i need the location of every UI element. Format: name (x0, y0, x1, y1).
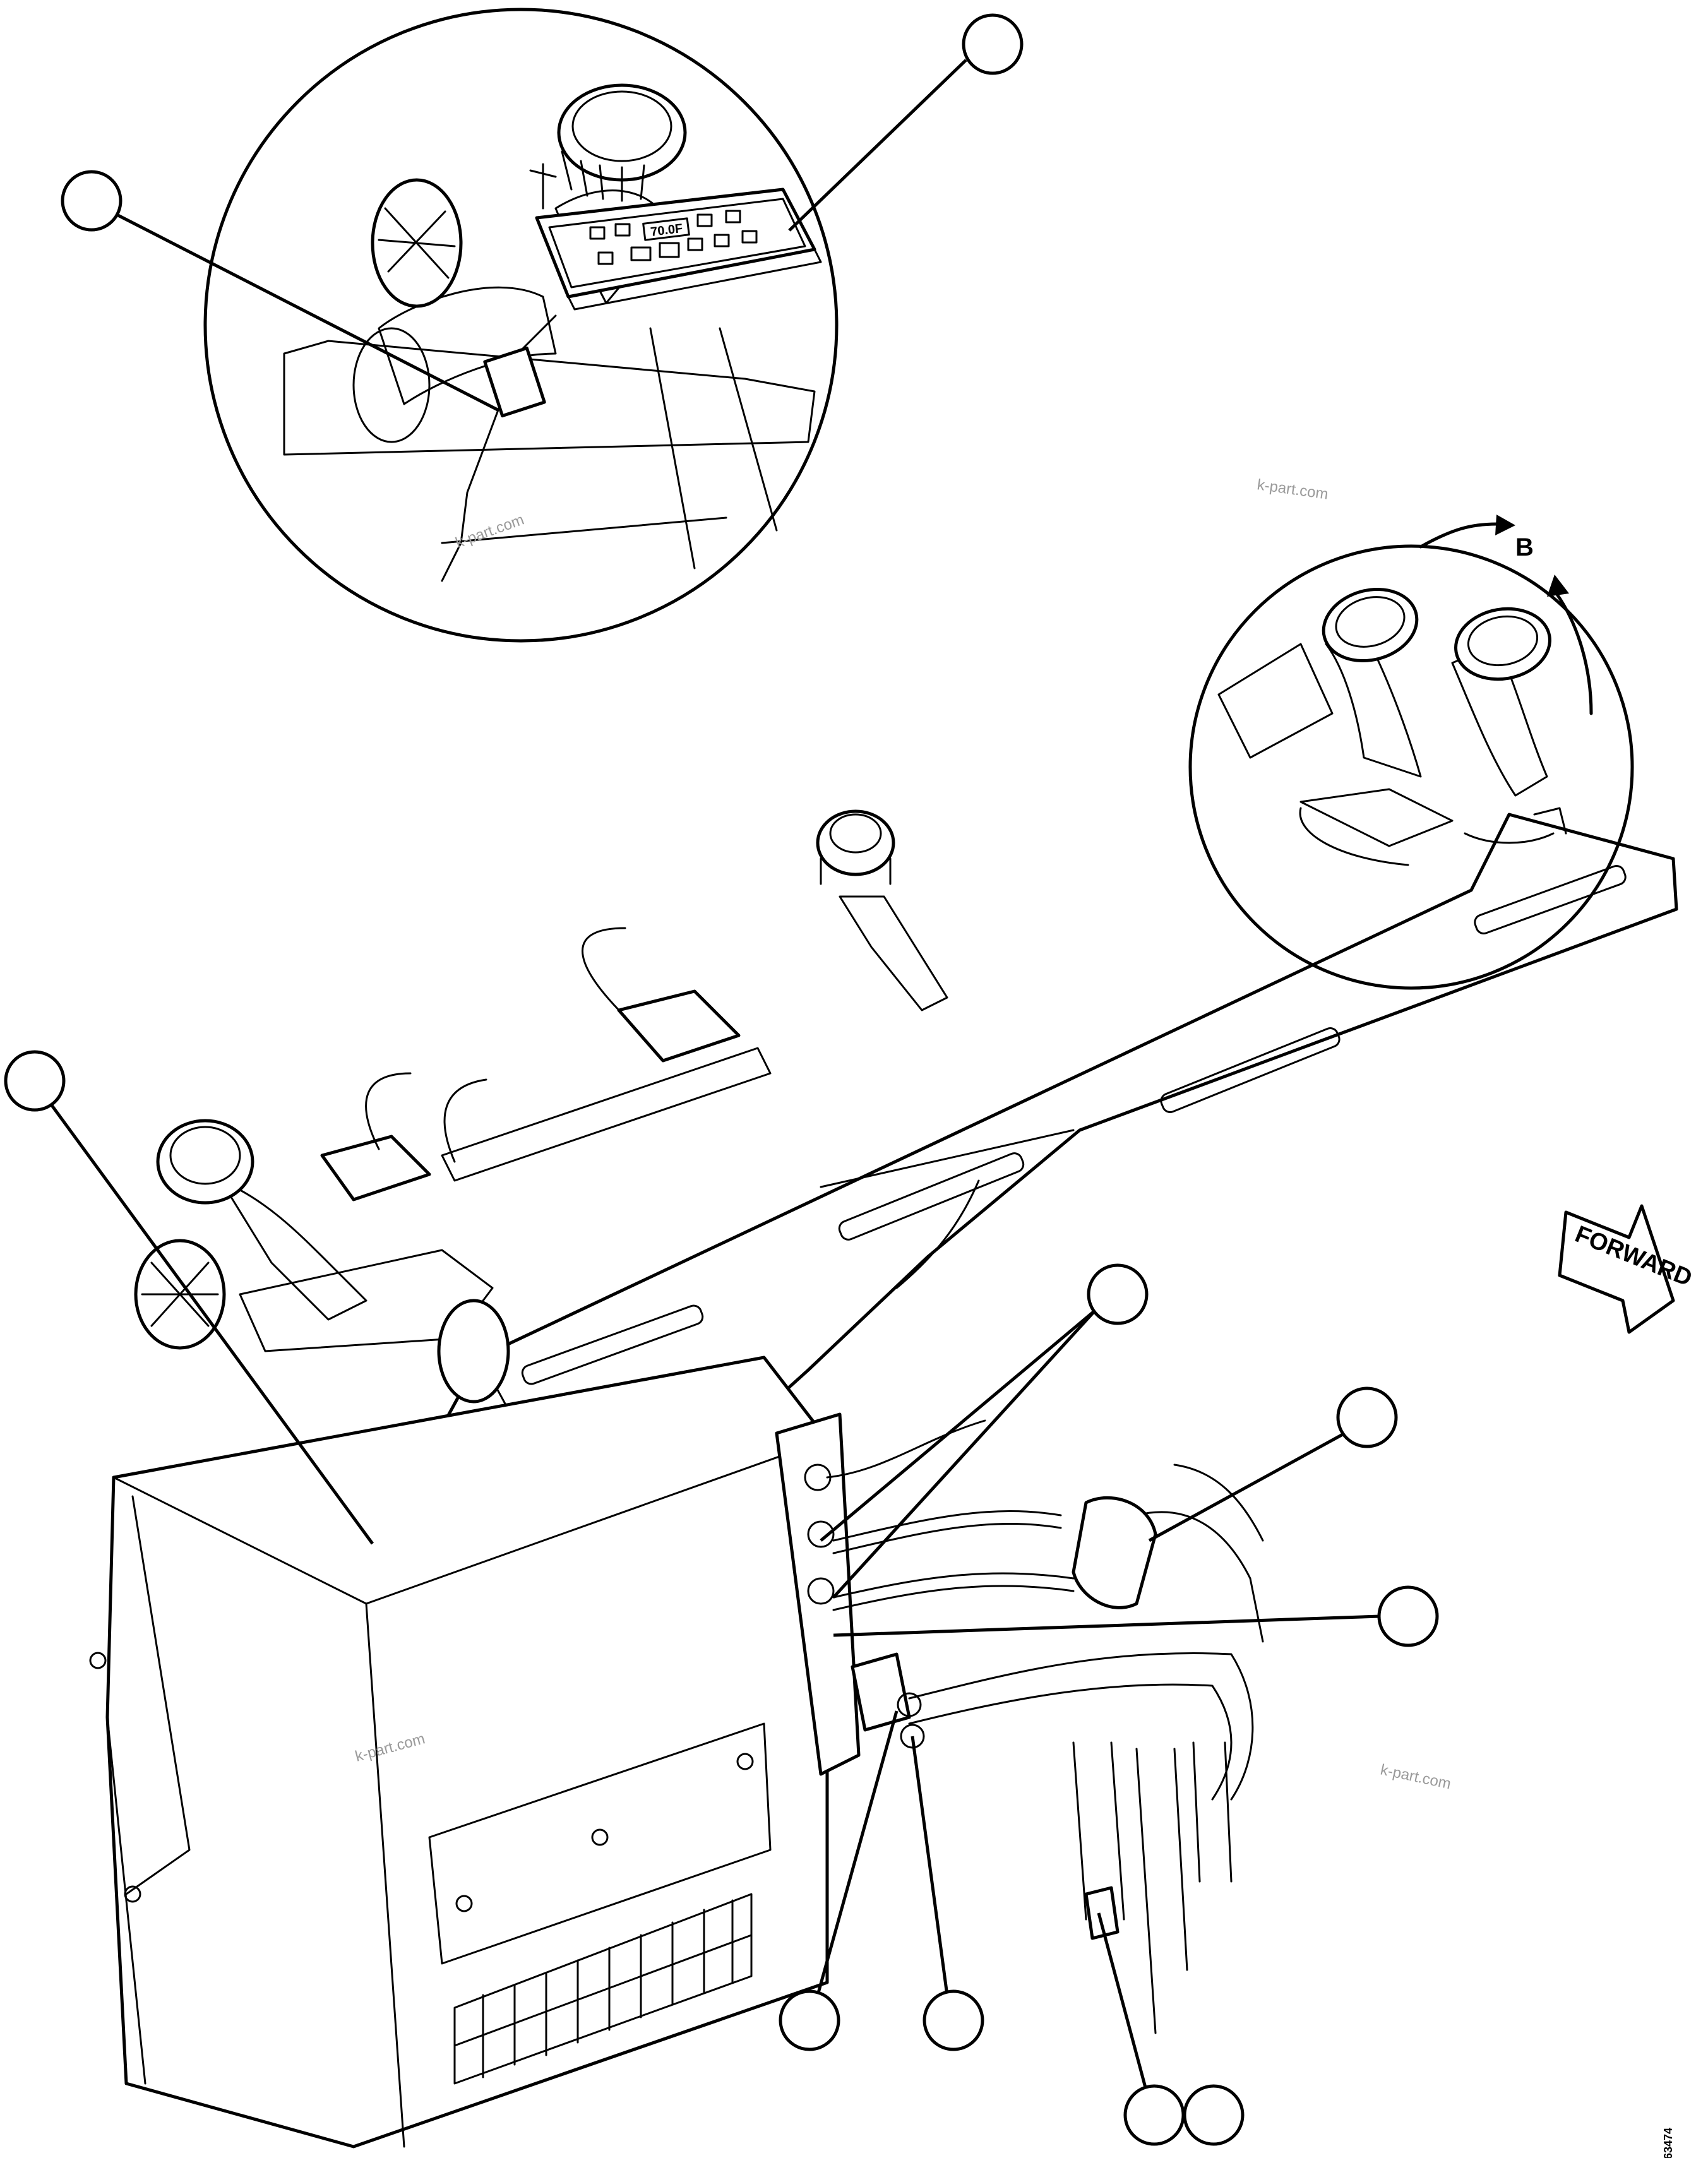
main-heater-assembly (89, 809, 1678, 2149)
callout-valve-fitting-left (779, 1989, 840, 2051)
callout-water-valve-actuator (1336, 1386, 1398, 1448)
climate-control-panel: 70.0F (535, 188, 822, 311)
figure-code: 63474 (1662, 2128, 1675, 2158)
view-b-label: B (1515, 534, 1534, 561)
callout-valve-fitting-right (923, 1989, 984, 2051)
callout-hose-clamp-a (1123, 2084, 1185, 2146)
view-b-arrows: B (1419, 515, 1593, 715)
forward-direction-arrow: FORWARD (1558, 1204, 1696, 1334)
callout-bracket-plate (1377, 1585, 1439, 1647)
callout-hose-clamp-b (1183, 2084, 1245, 2146)
watermark-right-top: k-part.com (1256, 476, 1329, 503)
view-b-detail (1188, 544, 1634, 990)
round-vent-main-left (134, 1239, 226, 1350)
control-panel-detail: 70.0F k-part.com (203, 8, 839, 643)
round-vent-left (371, 178, 463, 308)
watermark-right-bottom: k-part.com (1379, 1761, 1452, 1792)
callouts (4, 13, 1439, 2146)
callout-panel-connector (61, 170, 122, 232)
callout-control-panel (962, 13, 1024, 75)
round-vent-main-upper (156, 1119, 254, 1205)
callout-heater-box (4, 1050, 66, 1112)
callout-heater-hoses (1087, 1263, 1149, 1325)
round-vent-upper (557, 83, 687, 202)
heater-box (89, 1356, 829, 2149)
